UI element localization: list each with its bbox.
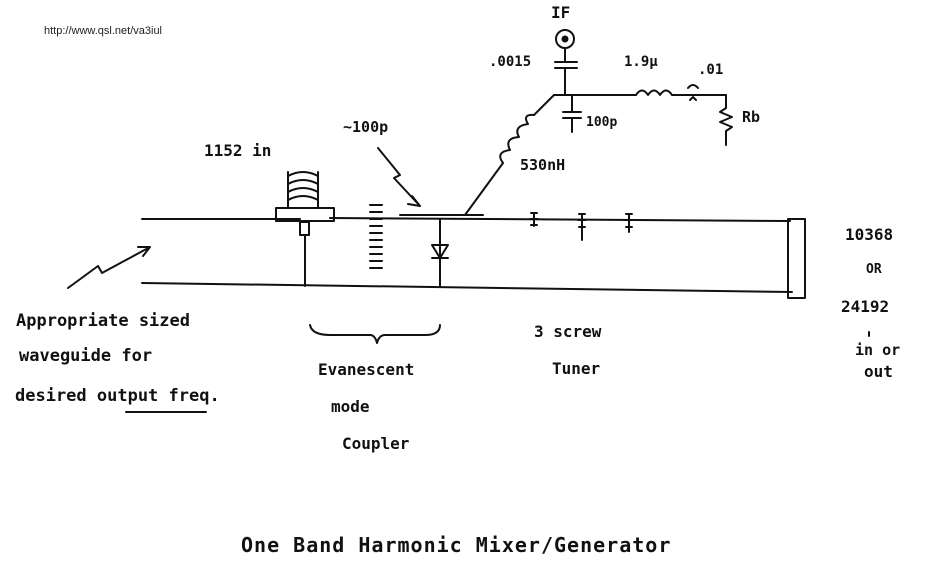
tuner-screw-3 [624, 213, 634, 233]
plate-arrow [377, 147, 421, 207]
label-tuner-line-1: 3 screw [534, 322, 602, 341]
inductor-1-9u [635, 89, 673, 96]
waveguide-bottom-wall [141, 282, 793, 293]
waveguide-arrow [67, 246, 151, 289]
lead-to-coil [464, 162, 504, 216]
label-if-port: IF [551, 3, 571, 22]
input-coil [287, 171, 319, 209]
label-ind-1-9u: 1.9µ [624, 54, 658, 70]
source-url: http://www.qsl.net/va3iul [44, 25, 163, 37]
label-cap-0015: .0015 [489, 54, 532, 70]
tuner-screw-2 [577, 213, 587, 241]
label-evanescent-line-2: mode [331, 397, 370, 416]
label-input-1152: 1152 in [204, 141, 272, 160]
label-cap-100p-approx: ~100p [343, 118, 389, 136]
label-freq-10368: 10368 [845, 225, 894, 244]
tuner-screw-1 [529, 212, 539, 227]
label-cap-100p: 100p [586, 115, 618, 130]
if-connector-inner [561, 35, 569, 43]
label-res-rb: Rb [742, 108, 761, 126]
waveguide-top-wall [141, 217, 791, 222]
label-waveguide-line-3: desired output freq. [15, 386, 220, 406]
label-waveguide-line-1: Appropriate sized [16, 311, 190, 331]
inductor-530nh [499, 113, 535, 164]
label-evanescent-line-1: Evanescent [318, 360, 415, 379]
diode-symbol [431, 244, 449, 259]
label-freq-or: OR [866, 262, 882, 277]
coupler-brace [309, 324, 441, 344]
lead-to-node [533, 94, 555, 116]
label-waveguide-line-2: waveguide for [19, 346, 153, 366]
label-cap-01: .01 [698, 62, 724, 78]
input-probe [299, 221, 310, 236]
label-tuner-line-2: Tuner [552, 359, 601, 378]
label-freq-24192: 24192 [841, 297, 890, 316]
label-out: out [864, 362, 893, 381]
coupler-screw [369, 204, 383, 269]
diagram-title: One Band Harmonic Mixer/Generator [241, 533, 672, 557]
waveguide-flange [787, 218, 806, 299]
resistor-rb [719, 107, 733, 146]
label-evanescent-line-3: Coupler [342, 434, 410, 453]
label-ind-530nh: 530nH [520, 156, 566, 174]
cap-01-mark [687, 84, 699, 89]
label-in-or: in or [855, 341, 901, 359]
